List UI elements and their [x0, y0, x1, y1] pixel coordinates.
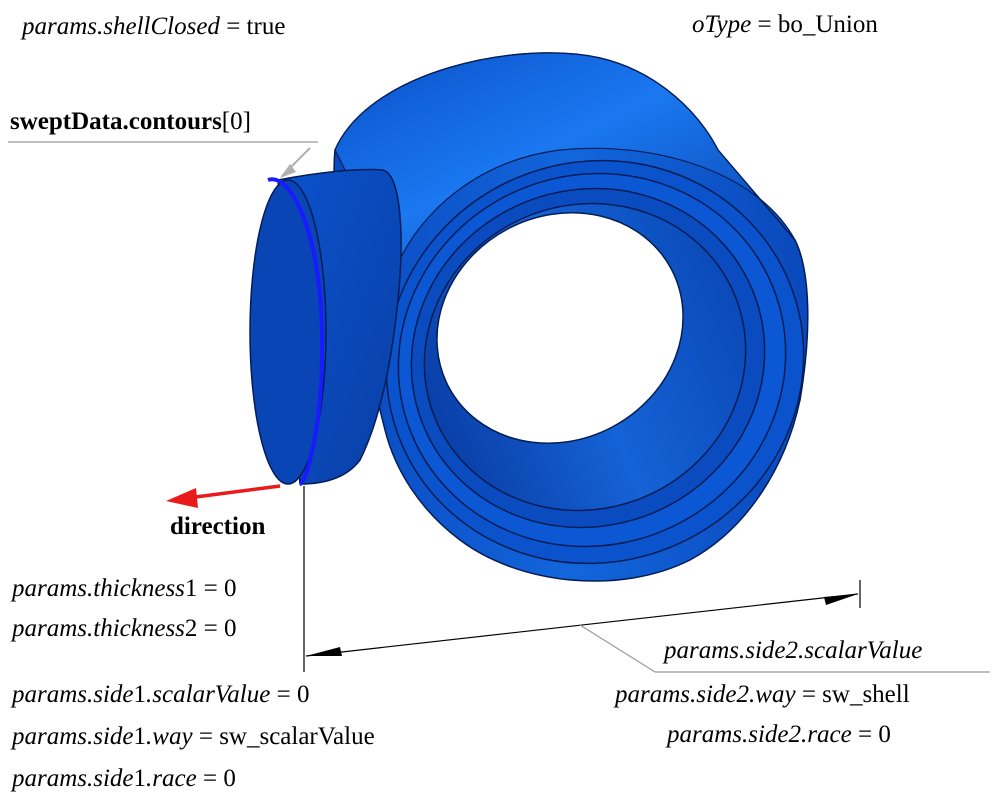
- shell-closed-key: params.shellClosed: [22, 13, 220, 40]
- thickness2-value: 0: [224, 615, 237, 642]
- direction-arrow: [166, 484, 281, 508]
- shell-closed-value: true: [246, 13, 286, 40]
- contours-label: sweptData.contours[0]: [10, 107, 251, 137]
- side1-way-label: params.side1.way = sw_scalarValue: [12, 722, 375, 752]
- otype-label: oType = bo_Union: [692, 10, 878, 40]
- side1-scalar-num: 1: [133, 681, 147, 708]
- side1-race-value: 0: [223, 765, 236, 792]
- contours-index: [0]: [221, 108, 251, 135]
- otype-key: oType: [692, 11, 752, 38]
- equals-sign: =: [851, 721, 879, 748]
- side1-race-key: .race: [146, 765, 197, 792]
- side1-way-num: 1: [133, 723, 147, 750]
- otype-value: bo_Union: [777, 11, 878, 38]
- shell-closed-label: params.shellClosed = true: [22, 12, 285, 42]
- side-pipe: [249, 168, 402, 486]
- thickness2-key: params.thickness: [12, 615, 185, 642]
- contour-curve: [267, 177, 325, 486]
- thickness1-label: params.thickness1 = 0: [12, 574, 237, 604]
- side1-way-prefix: params.side: [12, 723, 134, 750]
- side1-way-key: .way: [146, 723, 193, 750]
- side1-scalar-value: 0: [296, 681, 310, 708]
- side1-scalar-label: params.side1.scalarValue = 0: [12, 680, 309, 710]
- side2-scalar-label: params.side2.scalarValue: [664, 637, 923, 664]
- side1-race-label: params.side1.race = 0: [12, 764, 236, 794]
- side1-scalar-prefix: params.side: [12, 681, 134, 708]
- thickness1-num: 1: [184, 575, 198, 602]
- side2-race-label: params.side2.race = 0: [667, 720, 891, 750]
- contours-key: sweptData.contours: [10, 108, 222, 135]
- side2-way-key: params.side2.way: [615, 681, 796, 708]
- side1-race-prefix: params.side: [12, 765, 134, 792]
- equals-sign: =: [197, 615, 225, 642]
- thickness2-label: params.thickness2 = 0: [12, 614, 237, 644]
- direction-label: direction: [170, 513, 266, 540]
- thickness2-num: 2: [184, 615, 198, 642]
- equals-sign: =: [192, 723, 220, 750]
- equals-sign: =: [270, 681, 297, 708]
- side2-way-value: sw_shell: [822, 681, 910, 708]
- dimension-lines: [303, 486, 990, 673]
- equals-sign: =: [795, 681, 823, 708]
- equals-sign: =: [751, 11, 778, 38]
- equals-sign: =: [219, 13, 247, 40]
- contours-leader: [8, 141, 318, 178]
- equals-sign: =: [196, 765, 224, 792]
- thickness1-key: params.thickness: [12, 575, 185, 602]
- side1-way-value: sw_scalarValue: [219, 723, 375, 750]
- equals-sign: =: [197, 575, 225, 602]
- side1-scalar-key: .scalarValue: [146, 681, 271, 708]
- side2-race-key: params.side2.race: [667, 721, 852, 748]
- side2-race-value: 0: [878, 721, 891, 748]
- front-rim: [385, 159, 805, 565]
- thickness1-value: 0: [224, 575, 237, 602]
- side2-way-label: params.side2.way = sw_shell: [615, 680, 910, 710]
- side1-race-num: 1: [133, 765, 147, 792]
